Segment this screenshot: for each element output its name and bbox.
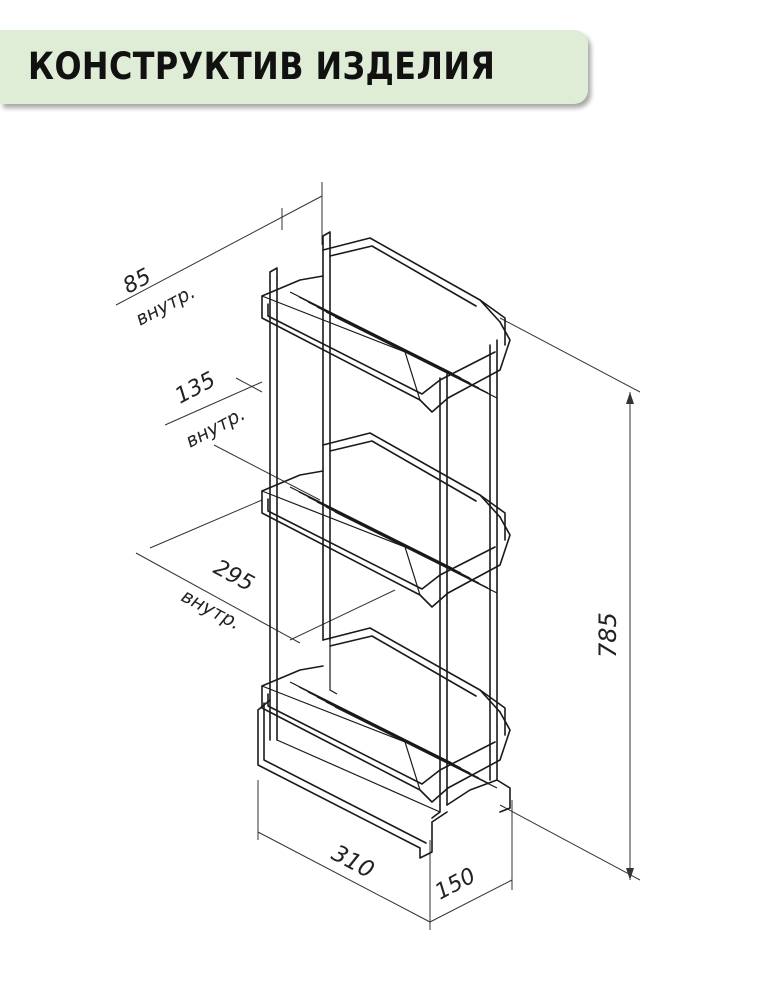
frame — [269, 231, 498, 806]
dim-note-inner-width: внутр. — [178, 585, 245, 634]
dim-line-mid-depth — [164, 381, 263, 426]
dim-arrow-height-bottom — [626, 868, 634, 880]
dim-label-overall-depth: 150 — [431, 864, 480, 906]
dim-label-overall-width: 310 — [327, 840, 378, 884]
page-title: КОНСТРУКТИВ ИЗДЕЛИЯ — [28, 45, 496, 88]
dimension-lines — [115, 182, 641, 930]
dim-line-overall-width — [257, 831, 431, 923]
dim-ext-mid-depth — [235, 377, 263, 393]
dim-line-top-depth — [115, 195, 323, 306]
dim-line-inner-width — [135, 552, 301, 644]
dim-ext-inner-width-right — [289, 589, 396, 641]
dim-ext-height-top — [499, 317, 641, 393]
shelves — [261, 237, 511, 803]
dim-label-overall-height: 785 — [594, 612, 622, 658]
dim-note-mid-depth: внутр. — [182, 403, 249, 452]
dim-ext2-mid-depth — [213, 444, 321, 501]
dim-line-overall-depth — [429, 879, 513, 923]
shelf-bottom — [261, 627, 511, 803]
dim-label-mid-depth: 135 — [171, 368, 220, 410]
shelf-top — [261, 237, 511, 413]
dim-arrow-height-top — [626, 392, 634, 404]
shelf-middle — [261, 432, 511, 608]
dim-ext-inner-width-left — [149, 499, 263, 549]
dim-label-inner-width: 295 — [209, 555, 258, 597]
base-frame — [257, 640, 511, 859]
dim-ext-height-bottom — [499, 804, 641, 881]
header-banner — [0, 30, 588, 104]
dim-label-top-depth: 85 — [119, 264, 155, 299]
